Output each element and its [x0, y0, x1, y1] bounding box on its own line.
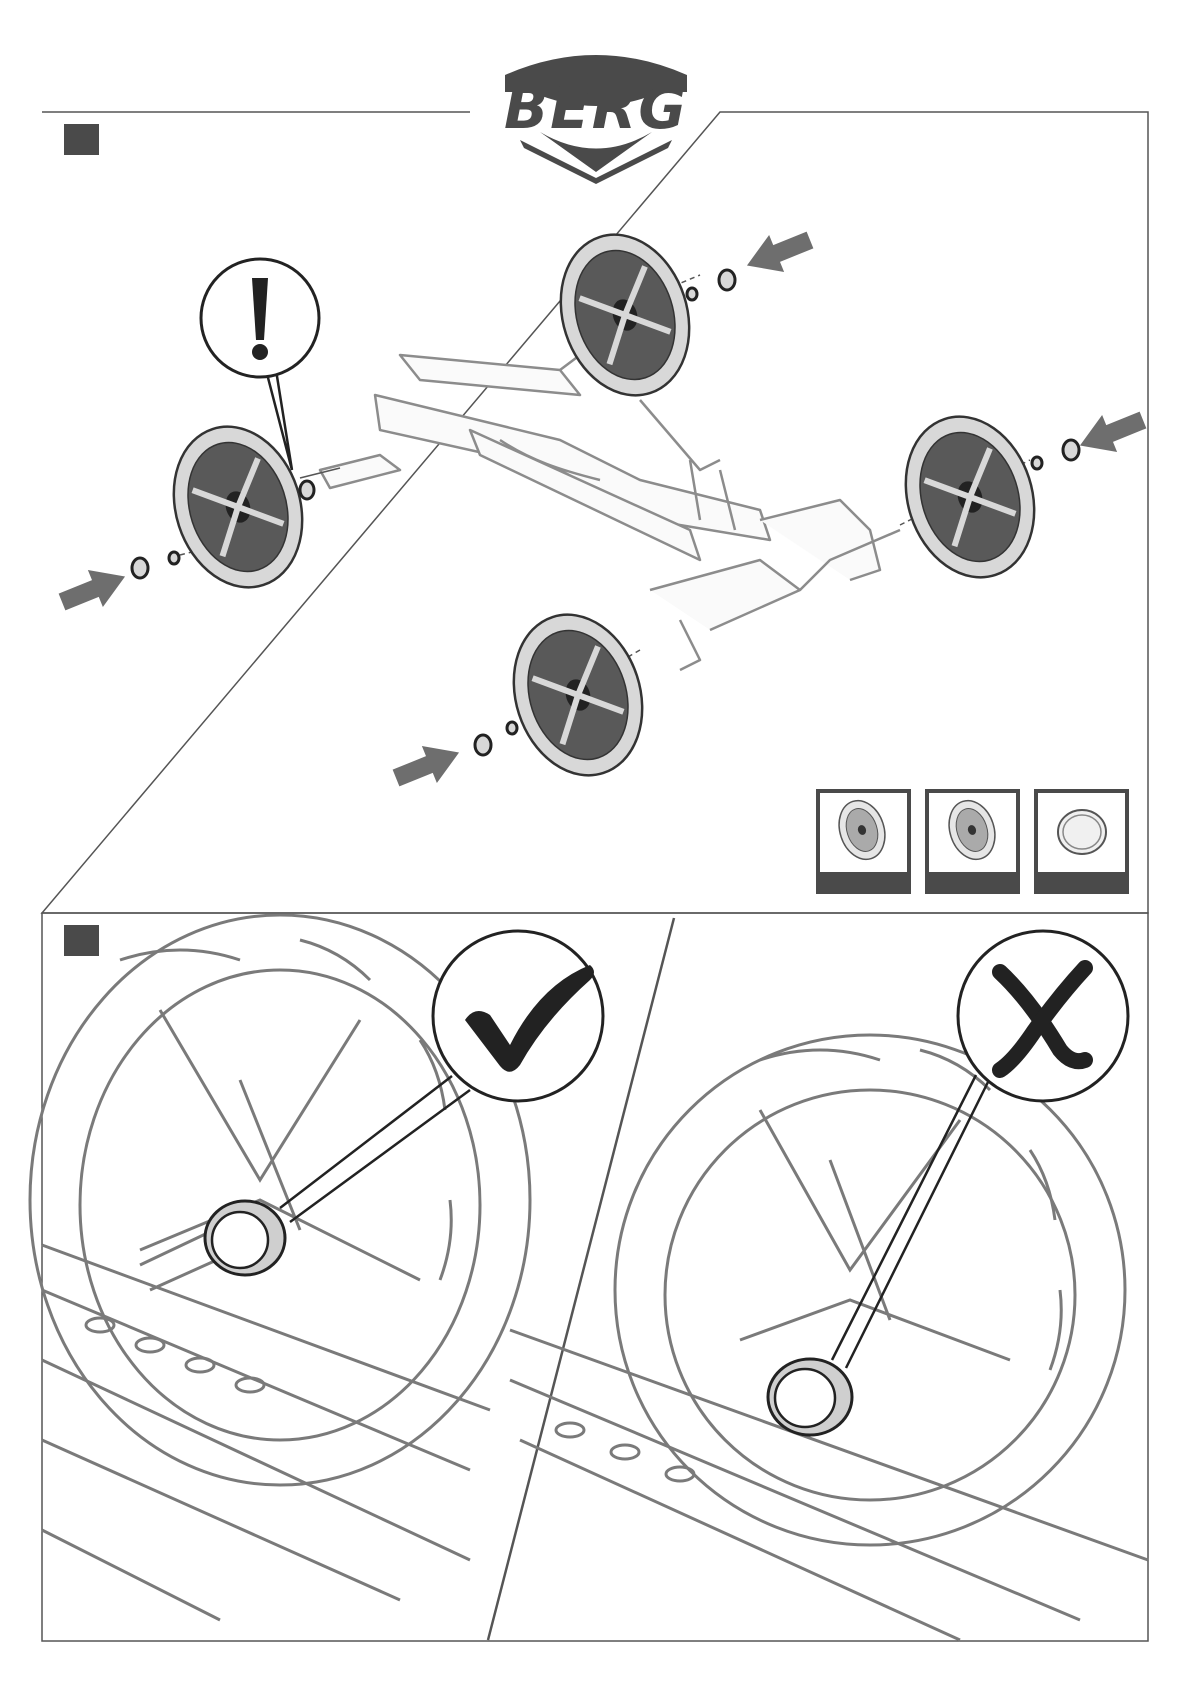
wheel-front-left: [494, 598, 663, 792]
part-thumb-hub-cap: [1036, 791, 1127, 892]
step-1-marker: [64, 124, 99, 155]
insert-arrow: [739, 221, 817, 284]
part-thumb-wheel: [927, 791, 1018, 892]
insert-arrow: [389, 734, 467, 797]
part-thumb-wheel: [818, 791, 909, 892]
berg-logo: BERG: [504, 55, 688, 184]
hub-cap-correct: [205, 1201, 285, 1275]
panel-2-hub-cap-check: [30, 913, 1148, 1641]
insert-arrow: [1072, 401, 1150, 464]
hub-cap-incorrect: [768, 1359, 852, 1435]
insert-arrow: [55, 558, 133, 621]
panel-1-wheel-assembly: [42, 112, 1150, 913]
wheel-rear-left: [154, 410, 323, 604]
logo-text: BERG: [504, 74, 688, 142]
parts-list: [818, 791, 1127, 892]
correct-callout: [280, 931, 603, 1222]
step-2-marker: [64, 925, 99, 956]
wheel-front-right: [886, 400, 1055, 594]
incorrect-installation-view: [510, 1035, 1148, 1640]
